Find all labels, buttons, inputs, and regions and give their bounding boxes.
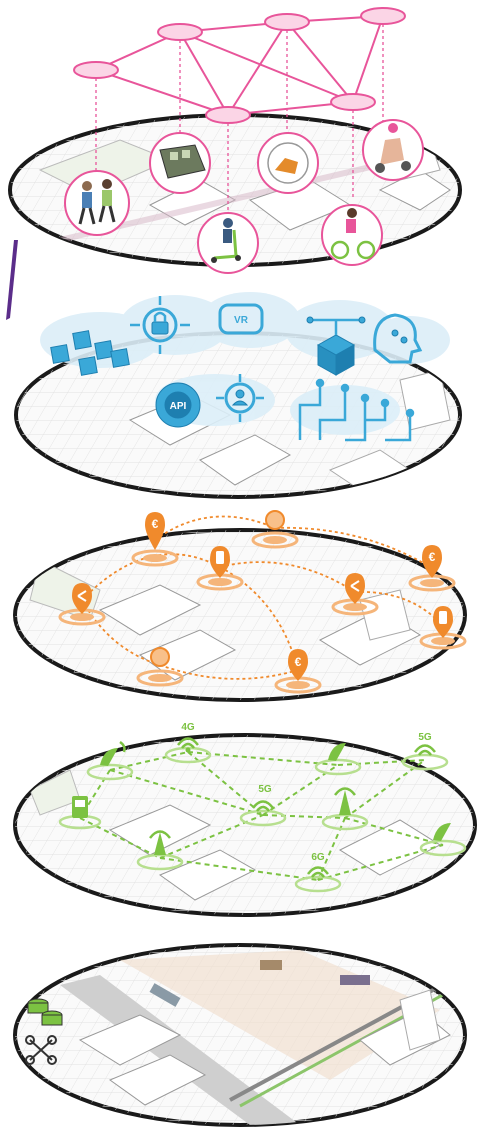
road bbox=[60, 975, 300, 1125]
ai-head-icon bbox=[373, 313, 423, 364]
euro-pin-icon: € bbox=[408, 545, 456, 592]
scooter-rider-icon bbox=[362, 119, 424, 181]
signal-tower-icon bbox=[136, 830, 184, 871]
svg-text:€: € bbox=[152, 517, 159, 531]
mobility-layer bbox=[8, 7, 462, 274]
network-label: 5G bbox=[418, 732, 432, 743]
walking-people-icon bbox=[64, 170, 130, 236]
user-network-icon bbox=[216, 374, 264, 422]
ship-icon bbox=[260, 960, 370, 985]
signal-tower-icon bbox=[401, 744, 449, 771]
network-node bbox=[73, 7, 406, 124]
phone-pin-icon bbox=[196, 546, 244, 591]
digital-layer: VR API bbox=[14, 292, 462, 499]
train-icon bbox=[149, 132, 211, 194]
coin-pin-icon bbox=[251, 510, 299, 549]
kick-scooter-icon bbox=[197, 212, 259, 274]
signal-tower-icon bbox=[239, 800, 287, 827]
signal-tower-icon bbox=[321, 787, 369, 831]
api-gear-icon: API bbox=[155, 382, 201, 428]
satellite-dish-icon bbox=[419, 823, 467, 857]
car-wheel-icon bbox=[257, 132, 319, 194]
bicycle-icon bbox=[321, 204, 383, 266]
euro-pin-icon: € bbox=[131, 512, 179, 567]
cloud-box-icon bbox=[306, 316, 366, 376]
share-pin-icon bbox=[331, 573, 379, 616]
share-pin-icon bbox=[58, 583, 106, 626]
svg-text:€: € bbox=[295, 655, 302, 669]
payments-layer: € € bbox=[13, 510, 467, 702]
physical-layer bbox=[13, 943, 467, 1127]
circuit-board-icon bbox=[298, 378, 415, 442]
svg-text:VR: VR bbox=[234, 315, 249, 326]
tram-icon bbox=[149, 983, 181, 1007]
svg-text:€: € bbox=[429, 550, 436, 564]
phone-pin-icon bbox=[419, 606, 467, 650]
svg-text:API: API bbox=[170, 401, 187, 412]
charging-station-icon bbox=[58, 796, 102, 830]
coin-pin-icon bbox=[136, 647, 184, 687]
network-label: 4G bbox=[181, 722, 195, 733]
vr-headset-icon: VR bbox=[218, 303, 264, 335]
lock-circuit-icon bbox=[130, 296, 190, 354]
signal-tower-icon bbox=[164, 737, 212, 764]
cubes-icon bbox=[50, 330, 130, 376]
signal-tower-icon bbox=[294, 866, 342, 893]
network-label: 6G bbox=[311, 852, 325, 863]
satellite-dish-icon bbox=[314, 743, 362, 776]
satellite-dish-icon bbox=[86, 740, 134, 781]
network-label: 5G bbox=[258, 784, 272, 795]
euro-pin-icon: € bbox=[274, 649, 322, 694]
connectivity-layer: 4G 5G 5G 6G bbox=[13, 722, 477, 917]
storage-tanks-icon bbox=[27, 998, 63, 1026]
accent-bar bbox=[6, 240, 18, 320]
drone-icon bbox=[25, 1035, 57, 1065]
